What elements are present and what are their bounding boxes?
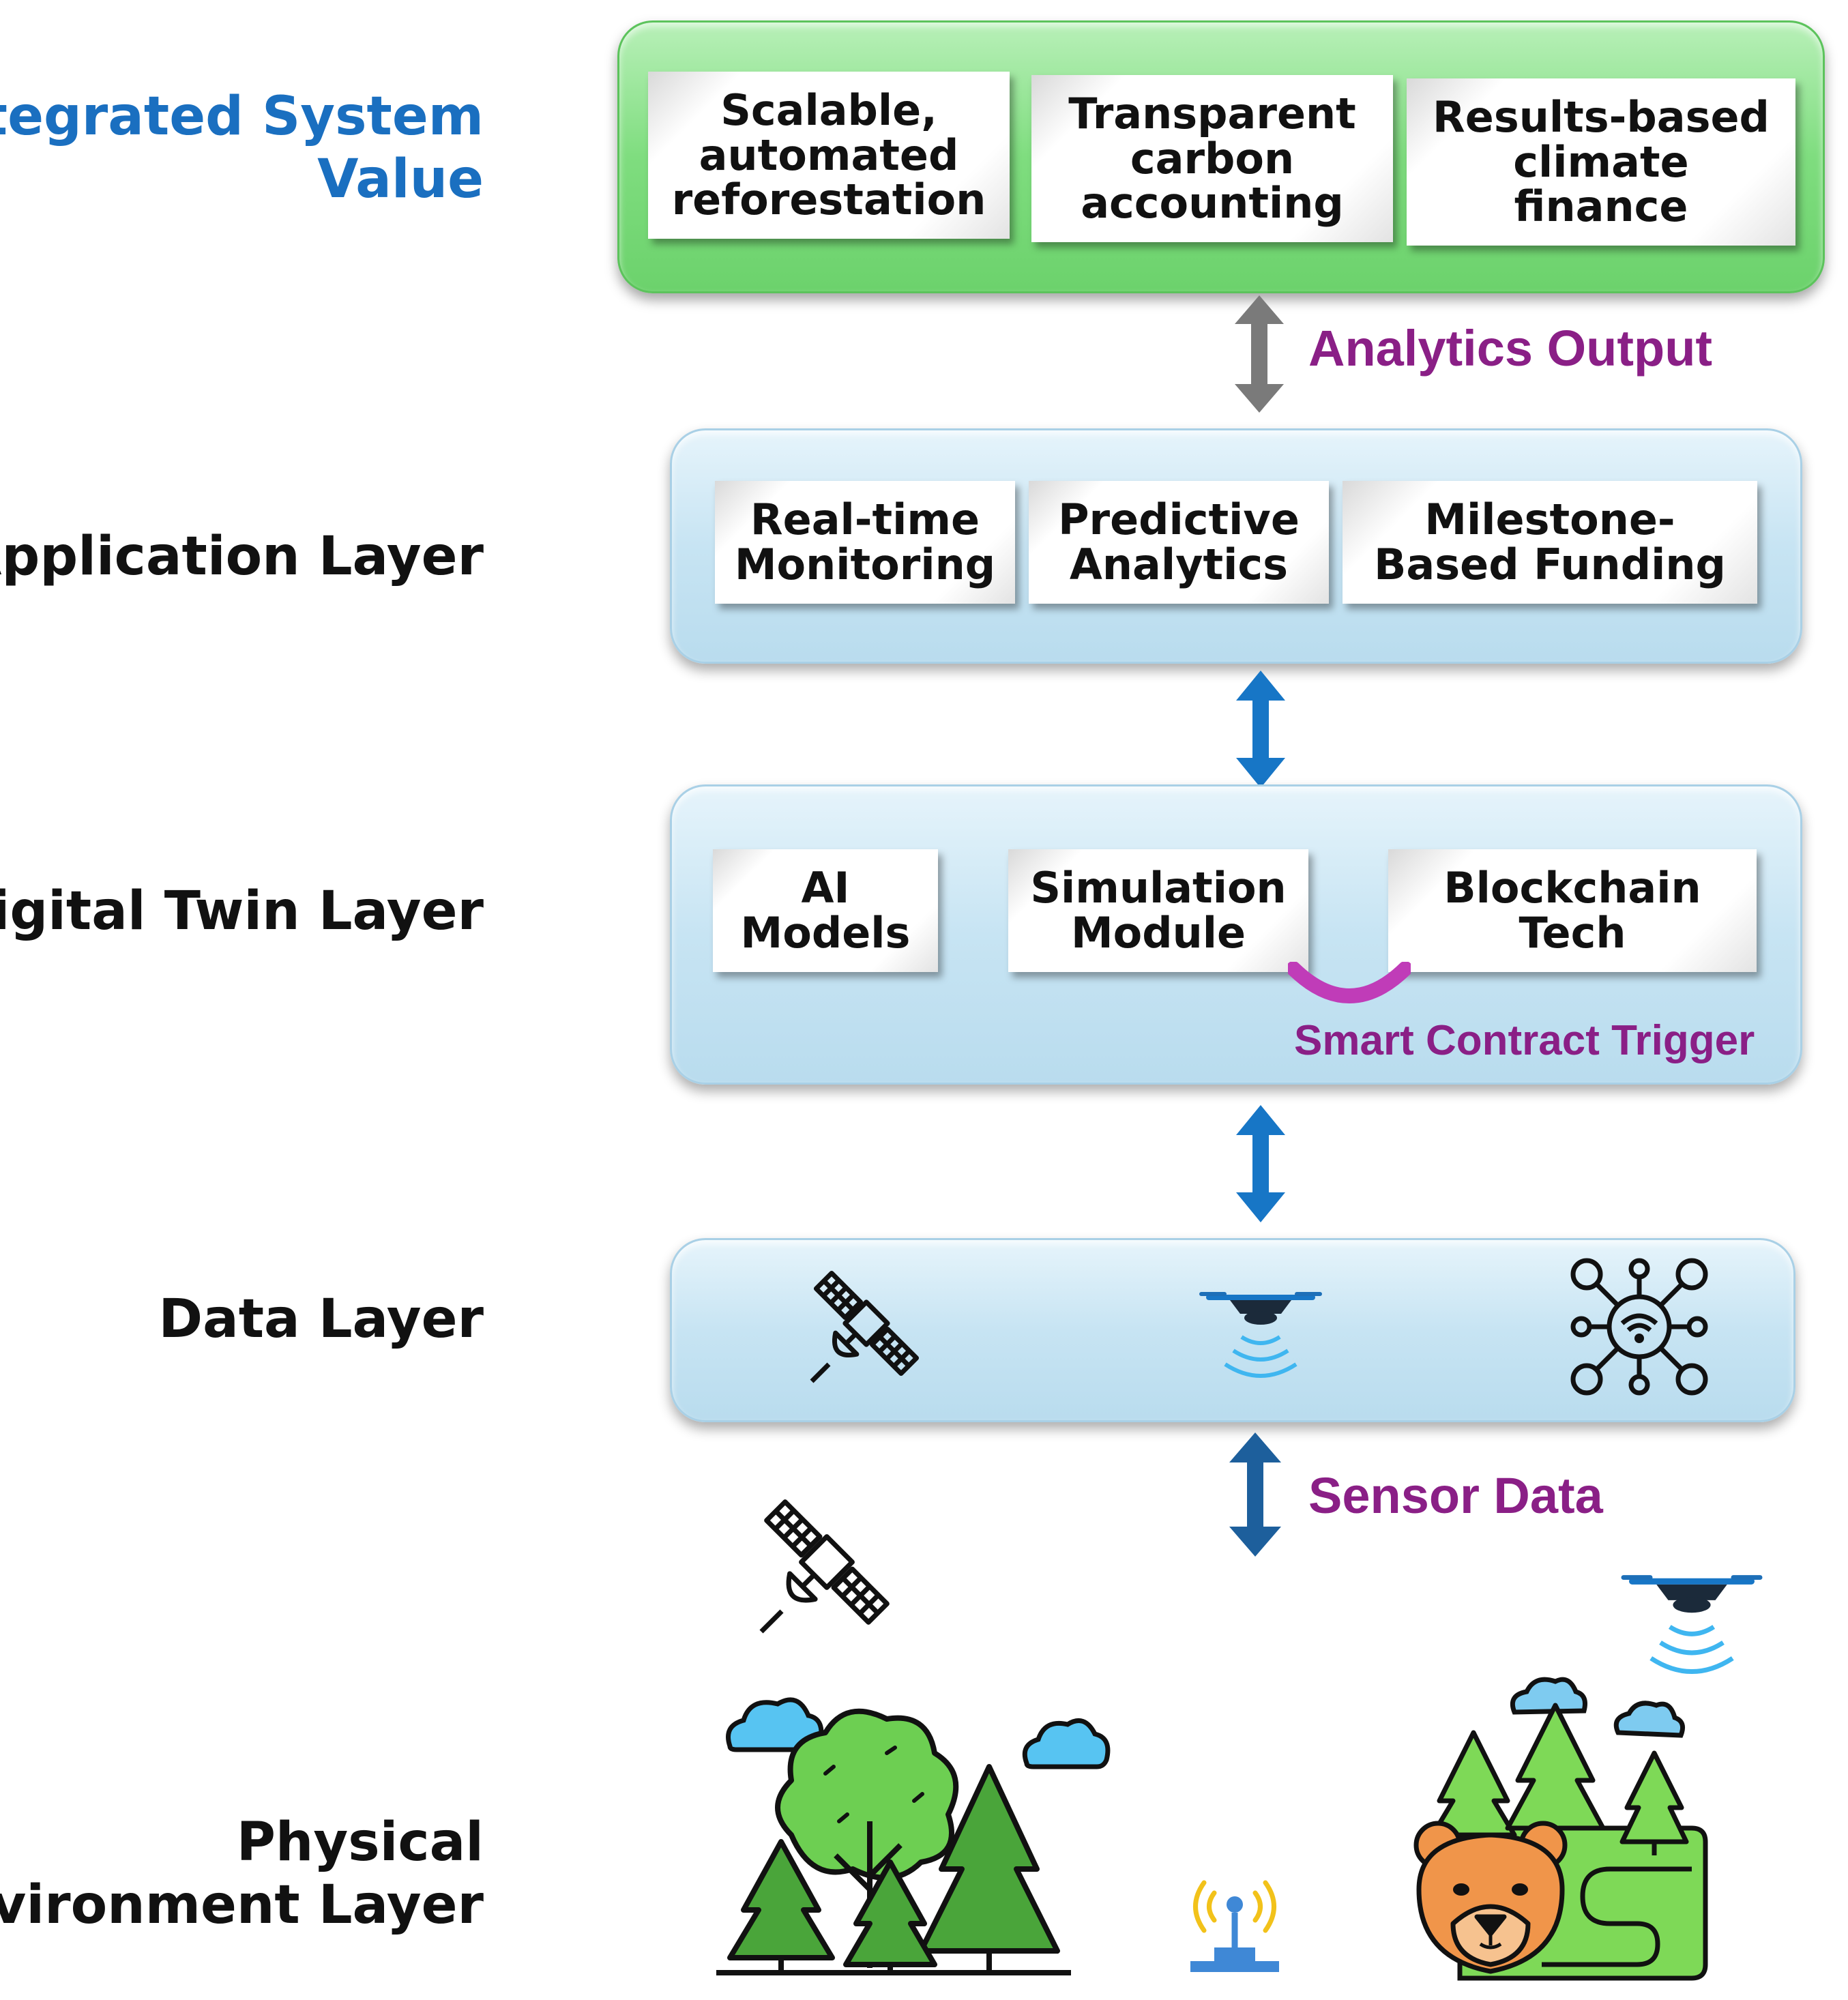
integrated-system-value-label: Integrated System Value <box>0 86 484 211</box>
application-layer-label: Application Layer <box>0 526 484 587</box>
app-twin-arrow <box>1236 671 1285 788</box>
forest-icon <box>716 1697 1111 1975</box>
smart-contract-connector <box>1288 962 1411 1003</box>
iot-network-icon <box>1570 1258 1708 1396</box>
analytics-output-arrow <box>1235 295 1284 413</box>
twin-data-arrow <box>1236 1105 1285 1222</box>
cloud-icon <box>1022 1718 1111 1769</box>
value-card-reforestation: Scalable, automated reforestation <box>648 72 1010 239</box>
drone-icon <box>1621 1575 1763 1674</box>
smart-contract-trigger-label: Smart Contract Trigger <box>1294 1017 1755 1064</box>
value-card-carbon-accounting: Transparent carbon accounting <box>1031 75 1393 242</box>
radio-sensor-icon <box>1190 1880 1279 1972</box>
sensor-data-label: Sensor Data <box>1308 1467 1603 1524</box>
value-card-climate-finance: Results-based climate finance <box>1407 78 1795 246</box>
sensor-data-arrow <box>1229 1432 1281 1557</box>
cloud-icon <box>726 1697 824 1752</box>
data-layer-label: Data Layer <box>158 1289 484 1350</box>
analytics-output-label: Analytics Output <box>1308 320 1713 377</box>
physical-environment-layer-label: Physical Environment Layer <box>0 1812 484 1937</box>
drone-icon <box>1199 1292 1322 1378</box>
app-card-milestone-funding: Milestone-Based Funding <box>1343 481 1757 604</box>
satellite-icon <box>759 1499 890 1634</box>
digital-twin-layer-label: Digital Twin Layer <box>0 881 484 942</box>
satellite-icon <box>810 1270 920 1383</box>
bear-forest-icon <box>1413 1677 1708 1981</box>
